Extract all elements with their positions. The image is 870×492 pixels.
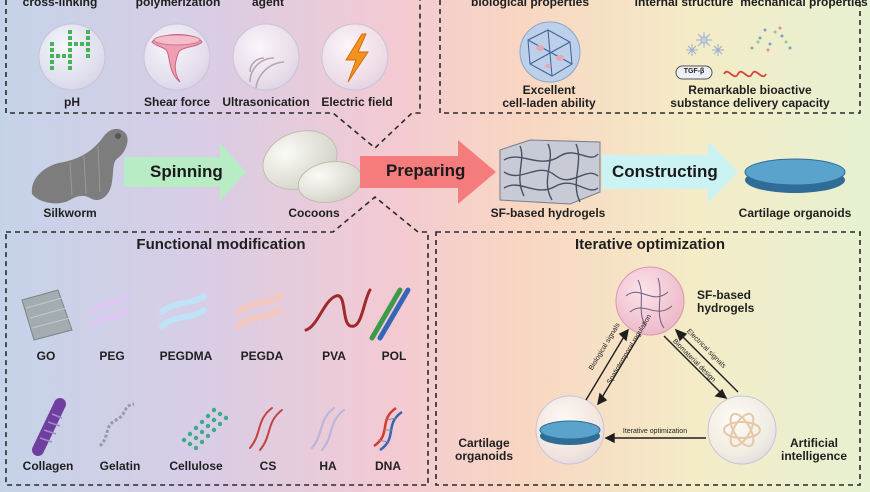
agent-label: agent [251, 0, 285, 9]
preparing-arrow [360, 140, 496, 204]
tgf-beta-icon [675, 65, 713, 80]
iterative-optimization-edge-label: Iterative optimization [622, 428, 688, 435]
pva-icon [304, 288, 372, 332]
collagen-icon [32, 398, 66, 456]
hydrogels-label: SF-based hydrogels [490, 206, 606, 220]
tgf-beta-label: TGF-β [683, 68, 705, 75]
cycle-arrows [585, 328, 739, 444]
cell-laden-label-line2: cell-laden ability [502, 96, 596, 110]
cocoons-icon [262, 130, 363, 203]
iterative-title: Iterative optimization [574, 236, 726, 253]
cell-network-icon [519, 21, 581, 83]
peg-label: PEG [99, 349, 125, 363]
bioactive-squiggle-icon [723, 70, 767, 78]
dna-label: DNA [375, 459, 401, 473]
artificial-intelligence-label-line1: Artificial [789, 436, 839, 450]
spinning-arrow [124, 143, 246, 201]
biological-properties-label: biological properties [470, 0, 590, 9]
spinning-label: Spinning [150, 162, 223, 181]
sf-hydrogels-label-line1: SF-based [697, 288, 752, 302]
cellulose-label: Cellulose [169, 459, 223, 473]
pegdma-icon [159, 293, 207, 329]
cartilage-organoids-label-line1: Cartilage [458, 436, 510, 450]
cocoons-label: Cocoons [288, 206, 340, 220]
silkworm-label: Silkworm [43, 206, 97, 220]
mechanical-dots-icon [750, 26, 792, 52]
constructing-label: Constructing [612, 162, 718, 181]
shear-force-label: Shear force [143, 95, 211, 109]
delivery-label-line1: Remarkable bioactive [688, 83, 812, 97]
dna-icon [373, 406, 403, 452]
organoid-disc-icon [744, 158, 846, 193]
pva-label: PVA [322, 349, 346, 363]
constructing-arrow [602, 141, 738, 203]
crosslinking-label: cross-linking [22, 0, 98, 9]
artificial-intelligence-label-line2: intelligence [780, 449, 848, 463]
electric-field-label: Electric field [321, 95, 393, 109]
cell-laden-label-line1: Excellent [522, 83, 576, 97]
pegdma-label: PEGDMA [159, 349, 213, 363]
ph-grid-icon [38, 23, 106, 91]
ph-label: pH [64, 95, 80, 109]
go-icon [21, 289, 73, 341]
cartilage-organoids-label-line2: organoids [454, 449, 514, 463]
pegda-icon [235, 293, 283, 329]
silkworm-icon [31, 128, 128, 204]
delivery-label-line2: substance delivery capacity [670, 96, 830, 110]
cs-icon [249, 407, 283, 451]
polymerization-label: polymerization [135, 0, 221, 9]
organoid-bubble-icon [535, 395, 605, 465]
cs-label: CS [259, 459, 277, 473]
gelatin-icon [98, 402, 135, 448]
gelatin-label: Gelatin [99, 459, 141, 473]
internal-structure-icon [686, 32, 724, 56]
functional-title: Functional modification [136, 236, 306, 253]
pol-label: POL [381, 349, 407, 363]
go-label: GO [36, 349, 56, 363]
hydrogel-sphere-icon [615, 266, 685, 336]
pegda-label: PEGDA [240, 349, 284, 363]
hydrogel-block-icon [499, 139, 601, 205]
wave-icon [232, 23, 300, 91]
organoids-label: Cartilage organoids [738, 206, 852, 220]
ha-label: HA [319, 459, 337, 473]
lightning-icon [321, 23, 389, 91]
internal-structure-label: internal structure [634, 0, 734, 9]
ai-bubble-icon [707, 395, 777, 465]
ha-icon [311, 407, 345, 451]
collagen-label: Collagen [22, 459, 74, 473]
mechanical-properties-label: mechanical properties [740, 0, 868, 9]
vortex-icon [143, 23, 211, 91]
preparing-label: Preparing [386, 161, 466, 180]
sf-hydrogels-label-line2: hydrogels [697, 301, 755, 315]
pol-icon [369, 287, 411, 341]
ultrasonication-label: Ultrasonication [222, 95, 310, 109]
peg-icon [89, 293, 131, 329]
cellulose-icon [181, 407, 229, 451]
section-borders [5, 0, 861, 486]
